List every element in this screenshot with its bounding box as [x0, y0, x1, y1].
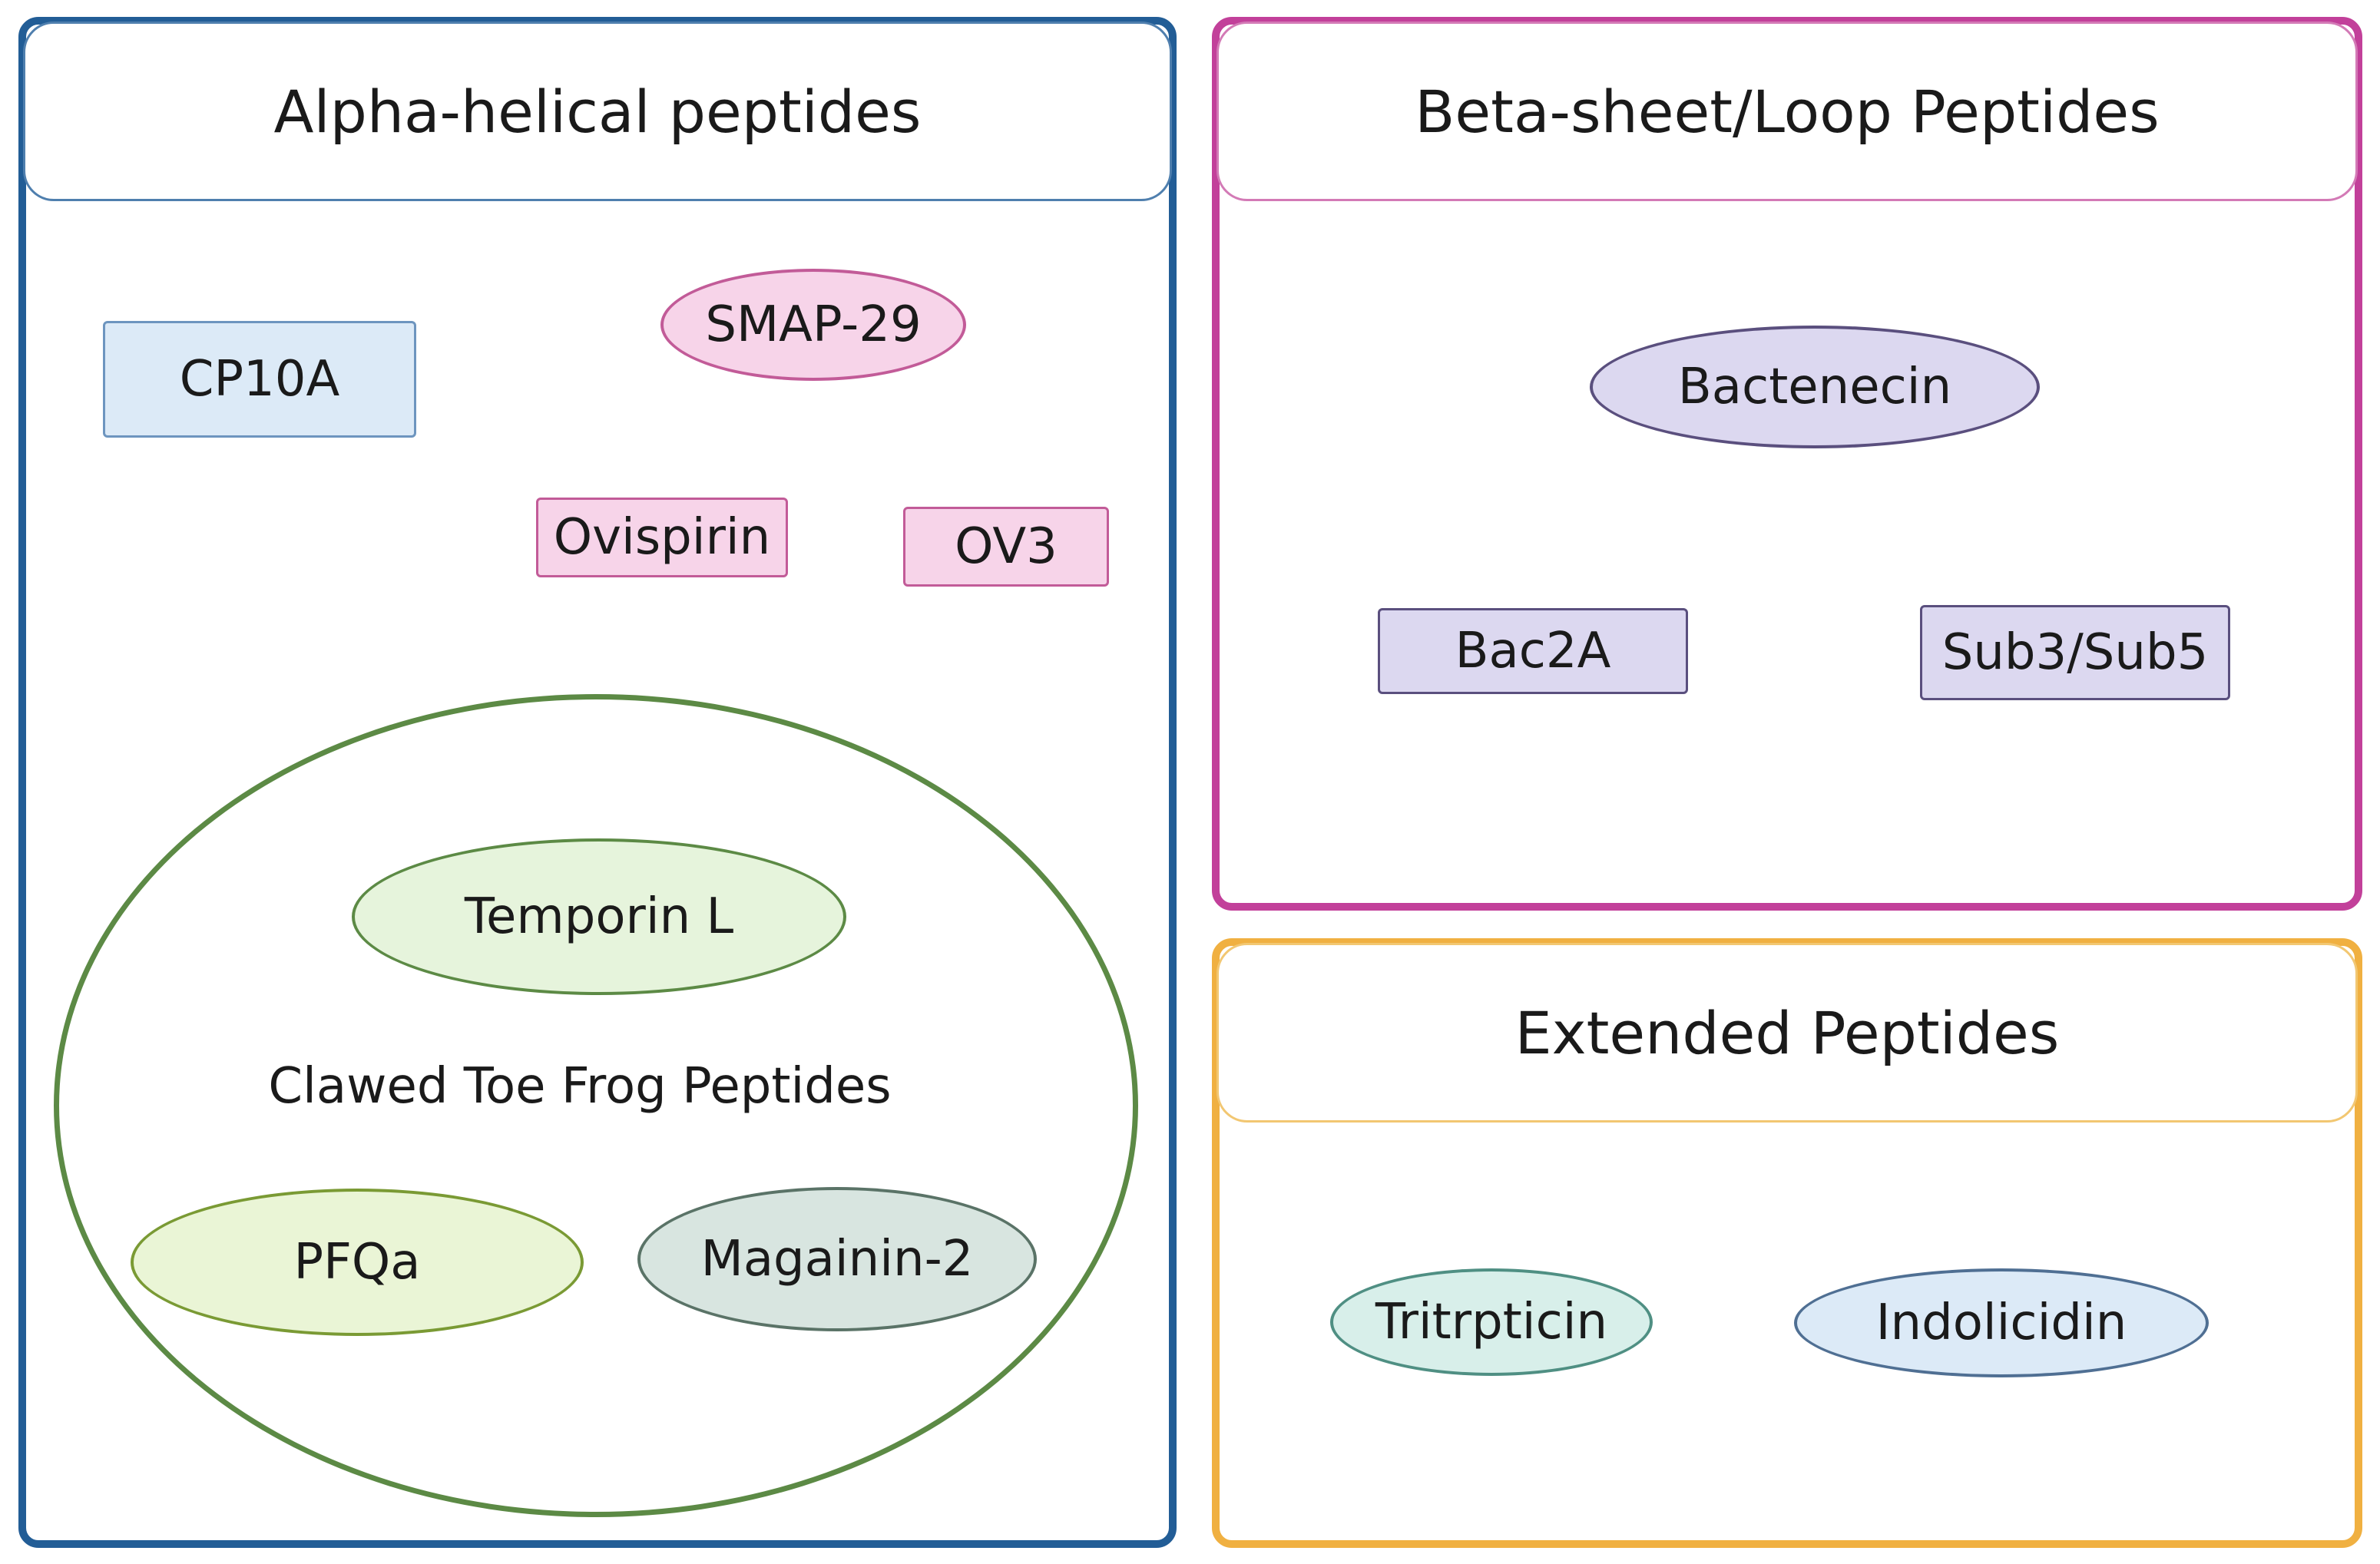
magainin-2-node: Magainin-2 — [637, 1187, 1037, 1331]
alpha-helical-title: Alpha-helical peptides — [23, 21, 1172, 201]
clawed-toe-frog-group — [54, 694, 1138, 1517]
clawed-toe-frog-label: Clawed Toe Frog Peptides — [268, 1058, 892, 1115]
extended-title: Extended Peptides — [1216, 943, 2358, 1123]
ovispirin-node: Ovispirin — [536, 498, 788, 577]
tritrpticin-node: Tritrpticin — [1330, 1268, 1653, 1376]
bactenecin-node: Bactenecin — [1590, 326, 2040, 448]
indolicidin-node: Indolicidin — [1794, 1268, 2209, 1377]
sub3-sub5-node: Sub3/Sub5 — [1920, 605, 2230, 700]
beta-sheet-loop-title: Beta-sheet/Loop Peptides — [1216, 21, 2358, 201]
bac2a-node: Bac2A — [1378, 608, 1688, 694]
pfqa-node: PFQa — [131, 1189, 584, 1336]
cp10a-node: CP10A — [103, 321, 416, 438]
temporin-l-node: Temporin L — [352, 838, 846, 995]
smap-29-node: SMAP-29 — [660, 269, 966, 381]
ov3-node: OV3 — [903, 507, 1109, 587]
